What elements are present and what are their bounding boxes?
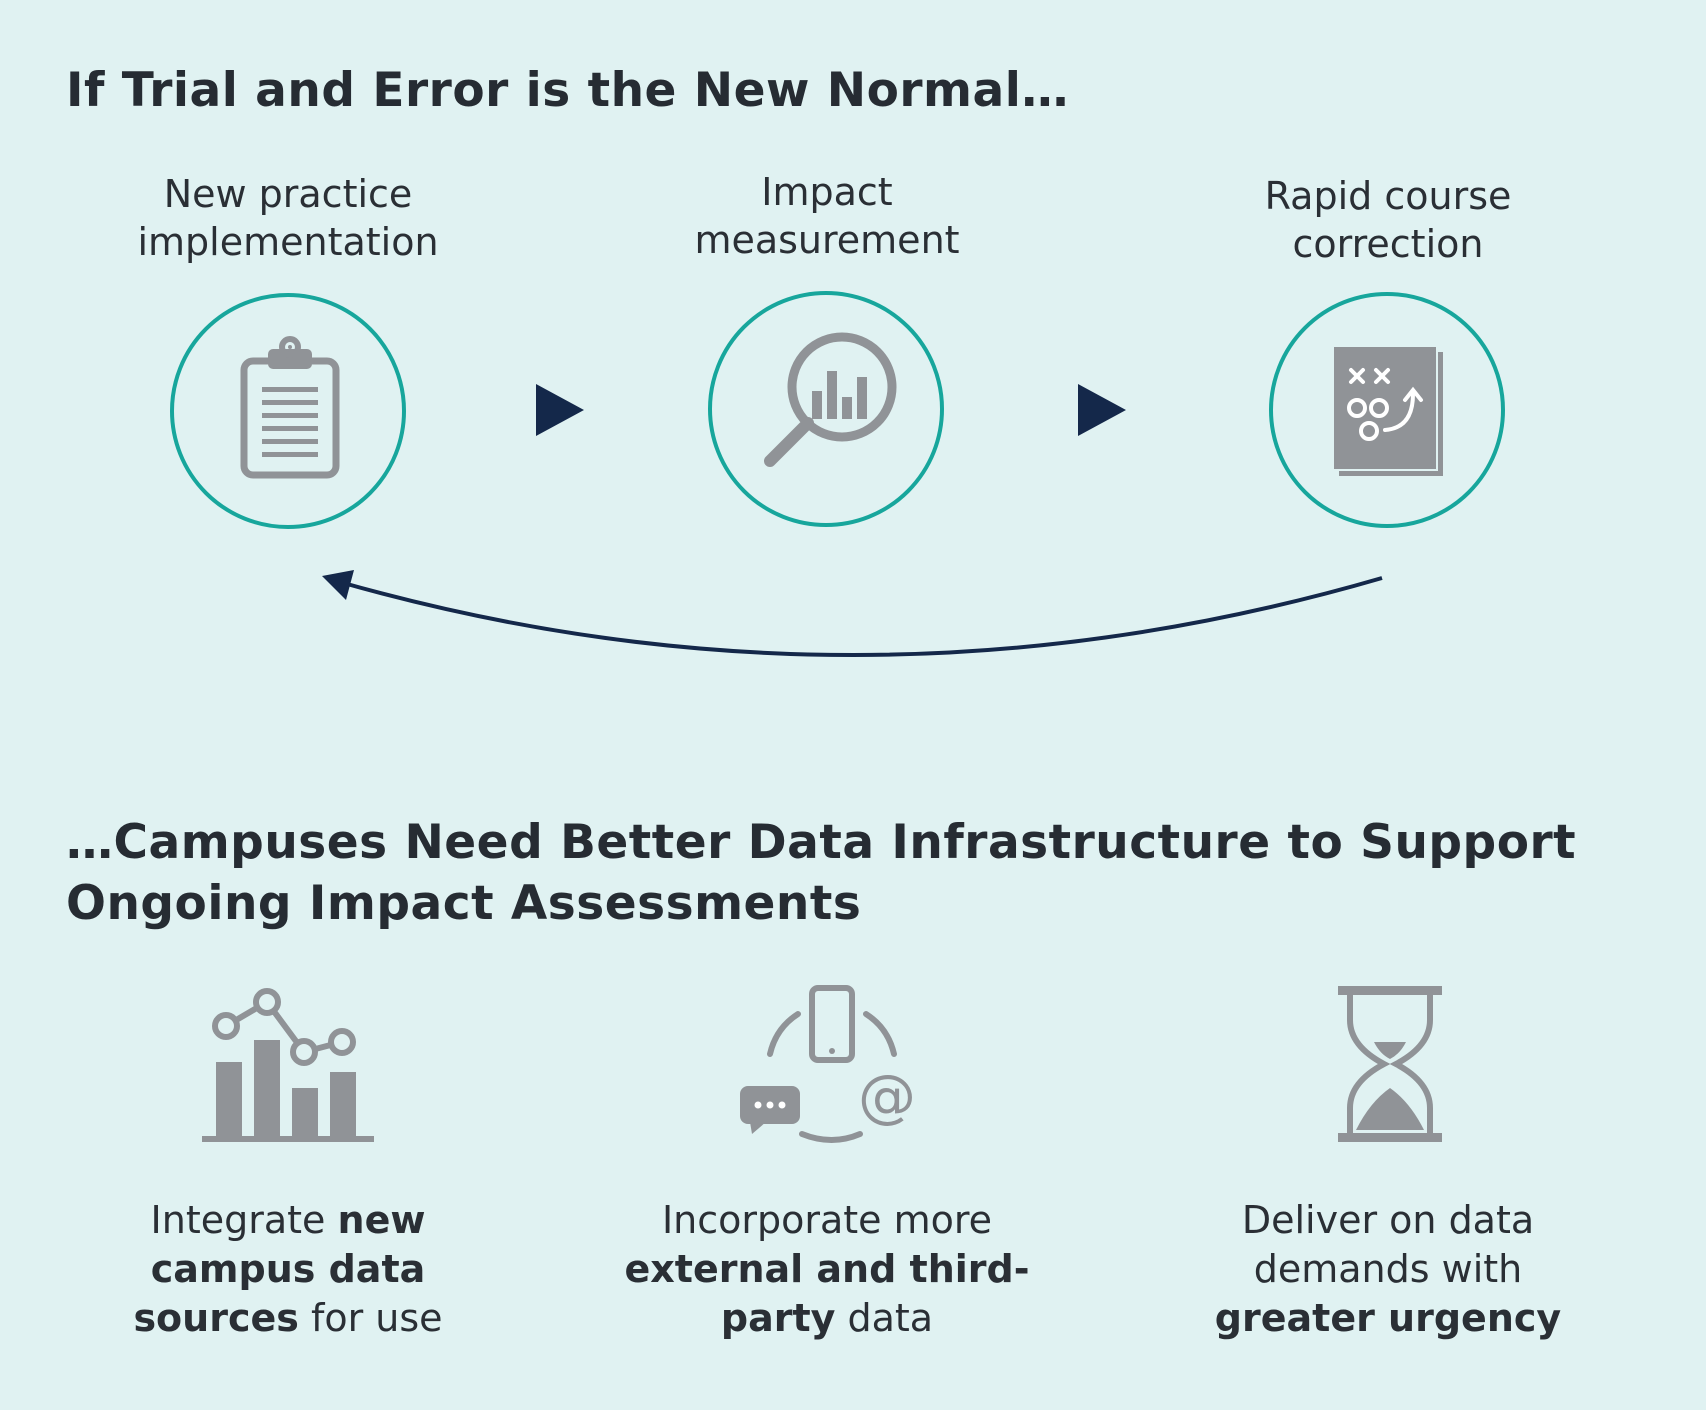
need-label-regular: for use	[298, 1296, 443, 1340]
devices-cycle-icon: @	[740, 985, 916, 1143]
need-label-regular: Deliver on data demands with	[1241, 1198, 1535, 1291]
loop-back-arrow	[322, 570, 1383, 657]
need-label-regular: data	[835, 1296, 934, 1340]
arrow-right-icon	[1078, 384, 1126, 436]
playbook-icon	[1332, 345, 1443, 476]
step-label-line: Rapid course	[1264, 174, 1512, 218]
need-label-urgency: Deliver on data demands with greater urg…	[1178, 1196, 1598, 1343]
need-label-regular: Incorporate more	[661, 1198, 993, 1242]
top-heading: If Trial and Error is the New Normal…	[66, 63, 1069, 118]
need-label-regular: Integrate	[150, 1198, 338, 1242]
step-label-line: implementation	[137, 220, 439, 264]
step-circle-practice	[170, 293, 406, 529]
arrow-right-icon	[536, 384, 584, 436]
step-label-practice: New practice implementation	[78, 170, 498, 266]
step-circle-correction	[1269, 292, 1505, 528]
need-label-bold: external and third-party	[624, 1247, 1030, 1340]
need-label-external-data: Incorporate more external and third-part…	[617, 1196, 1037, 1343]
hourglass-icon	[1338, 986, 1442, 1142]
bar-line-chart-icon	[202, 988, 374, 1142]
step-label-line: correction	[1292, 222, 1484, 266]
step-label-correction: Rapid course correction	[1178, 172, 1598, 268]
magnifier-chart-icon	[764, 332, 897, 467]
svg-text:@: @	[858, 1062, 916, 1130]
step-label-line: measurement	[694, 218, 960, 262]
need-label-bold: greater urgency	[1214, 1296, 1562, 1340]
step-circle-measurement	[708, 291, 944, 527]
step-label-line: New practice	[163, 172, 413, 216]
bottom-heading: …Campuses Need Better Data Infrastructur…	[66, 815, 1577, 931]
step-label-measurement: Impact measurement	[617, 168, 1037, 264]
need-label-bold: new campus data sources	[133, 1198, 426, 1340]
need-label-campus-data: Integrate new campus data sources for us…	[78, 1196, 498, 1343]
clipboard-icon	[240, 336, 340, 479]
step-label-line: Impact	[761, 170, 893, 214]
